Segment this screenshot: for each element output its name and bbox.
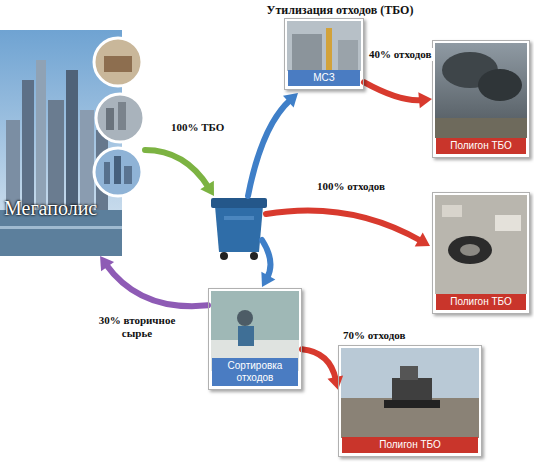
city-name: Мегаполис [4, 197, 97, 220]
arrow-head [415, 233, 430, 247]
flow-label: 40% отходов [368, 48, 433, 61]
photo-detail [114, 156, 121, 184]
arrow-head [283, 93, 298, 108]
facility-caption-bar: МСЗ [288, 70, 360, 86]
diagram-title: Утилизация отходов (ТБО) [220, 3, 460, 18]
photo-detail [460, 244, 480, 256]
photo-detail [94, 148, 142, 196]
photo-detail [237, 310, 253, 326]
photo-detail [287, 21, 361, 71]
photo-box: Сортировка отходов [208, 288, 302, 390]
percent-label: 100% ТБО [170, 121, 225, 134]
photo-detail [0, 226, 122, 229]
box-caption: Полигон ТБО [344, 439, 476, 451]
box-caption: Полигон ТБО [438, 140, 524, 152]
photo-detail [392, 378, 432, 400]
flow-arrow [145, 150, 214, 196]
photo-detail [341, 398, 479, 438]
flow-connector-line [106, 264, 208, 306]
photo-detail [478, 69, 522, 101]
photo-detail [495, 215, 521, 231]
photo-box: МСЗ [284, 18, 364, 90]
photo-detail [22, 80, 34, 210]
landfill-smoke-photo [435, 43, 527, 138]
photo-detail [400, 366, 418, 380]
photo-detail [80, 110, 94, 210]
photo-detail [338, 40, 358, 71]
photo-detail [224, 216, 254, 220]
photo-box: Полигон ТБО [338, 345, 482, 457]
photo-box: Полигон ТБО [432, 40, 530, 158]
photo-detail [448, 236, 492, 264]
photo-detail [48, 100, 64, 210]
photo-detail [106, 108, 114, 130]
photo-detail [238, 326, 254, 346]
flow-arrow-line [266, 210, 421, 241]
flow-label: 30% вторичное сырье [84, 314, 190, 340]
facility-caption-bar: Сортировка отходов [212, 358, 298, 386]
photo-detail [94, 38, 142, 86]
flow-connector-line [302, 349, 336, 380]
landfill-caption-bar: Полигон ТБО [342, 437, 478, 453]
photo-detail [326, 28, 332, 71]
flow-connector [100, 256, 208, 306]
photo-detail [341, 348, 479, 438]
flow-arrow-line [262, 240, 270, 278]
box-caption: МСЗ [290, 72, 358, 84]
photo-detail [66, 70, 78, 210]
flow-label: 70% отходов [342, 329, 407, 342]
flow-arrow-line [145, 150, 209, 188]
photo-detail [215, 206, 263, 252]
photo-detail [384, 400, 440, 408]
flow-connector [302, 349, 343, 390]
photo-detail [442, 205, 462, 217]
photo-detail [96, 94, 144, 142]
flow-arrow [266, 210, 430, 246]
landfill-caption-bar: Полигон ТБО [436, 294, 526, 310]
photo-detail [104, 162, 110, 184]
photo-detail [36, 60, 46, 210]
msz-photo [287, 21, 361, 71]
photo-detail [118, 102, 126, 130]
arrow-head [100, 256, 114, 271]
photo-detail [292, 34, 322, 71]
city-picture-box: Мегаполис [0, 30, 122, 256]
landfill-tires-photo [435, 195, 527, 294]
box-caption: Сортировка отходов [214, 360, 296, 384]
photo-detail [220, 252, 228, 260]
box-caption: Полигон ТБО [438, 296, 524, 308]
arrow-head [261, 272, 275, 287]
photo-detail [250, 252, 258, 260]
city-photo-circles [94, 38, 144, 196]
landfill-caption-bar: Полигон ТБО [436, 138, 526, 154]
flow-connector [364, 82, 432, 108]
photo-detail [435, 195, 527, 294]
arrow-head [327, 375, 343, 389]
photo-detail [211, 198, 267, 208]
photo-box: Полигон ТБО [432, 192, 530, 314]
waste-bin [211, 198, 267, 260]
arrow-head [418, 92, 432, 108]
flow-arrow-line [248, 100, 291, 196]
photo-detail [435, 43, 527, 138]
flow-arrow [248, 93, 298, 196]
photo-detail [104, 56, 132, 72]
flow-connector-line [364, 82, 422, 100]
arrow-head [200, 181, 214, 196]
landfill-bulldozer-photo [341, 348, 479, 438]
photo-detail [435, 118, 527, 138]
percent-label: 100% отходов [316, 180, 386, 193]
photo-detail [124, 166, 132, 184]
photo-detail [6, 120, 20, 210]
flow-arrow [261, 240, 275, 287]
